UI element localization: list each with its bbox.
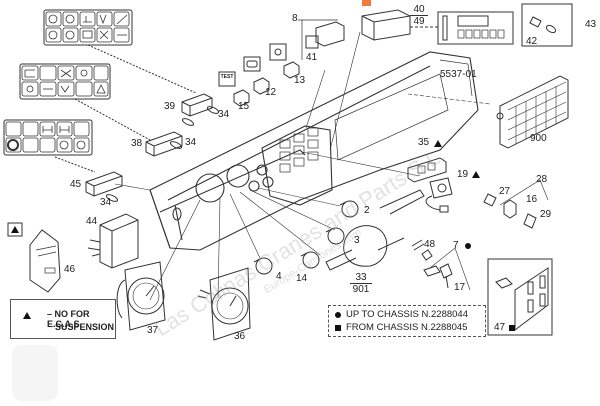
relay-44 xyxy=(87,213,139,269)
ecas-panel-46 xyxy=(29,229,61,293)
switch-housing-38 xyxy=(145,131,183,157)
part-label-19: 19 xyxy=(457,169,469,180)
part-label-14: 14 xyxy=(296,273,308,284)
radio-unit xyxy=(361,9,411,41)
switch-housing-39 xyxy=(181,93,213,117)
part-label-48: 48 xyxy=(424,239,436,250)
relay-kit-47 xyxy=(487,258,553,336)
part-label-8: 8 xyxy=(292,13,298,24)
part-label-13: 13 xyxy=(294,75,306,86)
ecas-marker-35 xyxy=(434,140,442,147)
fuse-box-900 xyxy=(496,75,569,149)
drawing-number: 5537-01 xyxy=(440,69,477,80)
part-label-49: 49 xyxy=(413,16,425,27)
part-label-16: 16 xyxy=(526,194,538,205)
switch-13 xyxy=(283,61,300,79)
part-label-47: 47 xyxy=(494,322,506,333)
chassis-from-text: FROM CHASSIS N.2288045 xyxy=(346,322,468,333)
switch-8 xyxy=(315,21,345,47)
ecas-warning-marker xyxy=(7,222,23,237)
switch-35 xyxy=(407,157,447,183)
part-label-34-b: 34 xyxy=(185,137,197,148)
ignition-lock-group xyxy=(483,179,549,229)
part-label-43: 43 xyxy=(585,19,597,30)
switch-12 xyxy=(253,77,270,95)
symbol-panel-1 xyxy=(43,9,197,94)
part-label-17: 17 xyxy=(454,282,466,293)
bulb-box-42-43 xyxy=(521,3,573,47)
part-label-900: 900 xyxy=(530,133,547,144)
part-label-44: 44 xyxy=(86,216,98,227)
part-label-33-901: 33 901 xyxy=(350,272,372,295)
part-label-36: 36 xyxy=(234,331,246,342)
square-bullet-icon xyxy=(335,324,341,331)
part-label-28: 28 xyxy=(536,174,548,185)
switch-housing-45 xyxy=(85,171,123,197)
part-label-41: 41 xyxy=(306,52,318,63)
part-label-42: 42 xyxy=(526,36,538,47)
chassis-legend-row-up-to: UP TO CHASSIS N.2288044 xyxy=(335,308,479,321)
gauge-37 xyxy=(116,261,166,331)
part-label-33: 33 xyxy=(350,272,372,284)
ecas-marker-19 xyxy=(472,171,480,178)
part-label-40: 40 xyxy=(410,4,428,16)
knob-14 xyxy=(300,251,320,269)
part-label-38: 38 xyxy=(131,138,143,149)
steering-column-switch xyxy=(325,189,425,271)
part-label-4: 4 xyxy=(276,271,282,282)
switch-19 xyxy=(425,177,453,213)
test-button-legend: TEST xyxy=(220,74,234,80)
part-label-35: 35 xyxy=(418,137,430,148)
symbol-panel-3 xyxy=(3,119,96,173)
ecas-note-line2: SUSPENSION xyxy=(55,322,115,332)
chassis-up-to-text: UP TO CHASSIS N.2288044 xyxy=(346,309,468,320)
part-label-45: 45 xyxy=(70,179,82,190)
part-label-46: 46 xyxy=(64,264,76,275)
part-label-15: 15 xyxy=(238,101,250,112)
chassis-legend-row-from: FROM CHASSIS N.2288045 xyxy=(335,321,479,334)
chassis-legend-box: UP TO CHASSIS N.2288044 FROM CHASSIS N.2… xyxy=(328,305,486,337)
symbol-panel-2 xyxy=(19,63,151,141)
part-label-34-a: 34 xyxy=(218,109,230,120)
knob-4 xyxy=(253,257,273,275)
part-label-27: 27 xyxy=(499,186,511,197)
key-lock-7 xyxy=(421,247,471,291)
triangle-icon xyxy=(23,312,31,319)
ecas-note-line1: – NO FOR E.C.A.S. xyxy=(47,309,90,329)
part-label-40-49: 40 49 xyxy=(410,4,428,27)
part-label-2: 2 xyxy=(364,205,370,216)
part-label-37: 37 xyxy=(147,325,159,336)
part-label-7: 7 xyxy=(453,240,459,251)
chassis-marker-47 xyxy=(509,325,515,331)
part-label-12: 12 xyxy=(265,87,277,98)
control-panel-40-49 xyxy=(410,11,514,45)
part-label-29: 29 xyxy=(540,209,552,220)
dashboard-assembly xyxy=(149,51,479,251)
gauge-36 xyxy=(197,267,251,341)
part-label-3: 3 xyxy=(354,235,360,246)
knob-3 xyxy=(325,227,345,245)
switch-15 xyxy=(233,89,250,107)
knob-2 xyxy=(339,200,359,218)
part-label-39: 39 xyxy=(164,101,176,112)
orange-marker xyxy=(362,0,371,6)
circle-bullet-icon xyxy=(335,311,341,318)
chassis-marker-7 xyxy=(465,243,471,249)
part-label-34-c: 34 xyxy=(100,197,112,208)
ecas-note-box: – NO FOR E.C.A.S. SUSPENSION xyxy=(10,299,116,339)
part-label-901: 901 xyxy=(352,284,370,295)
switch-41 xyxy=(305,35,319,49)
watermark-logo xyxy=(12,345,58,401)
